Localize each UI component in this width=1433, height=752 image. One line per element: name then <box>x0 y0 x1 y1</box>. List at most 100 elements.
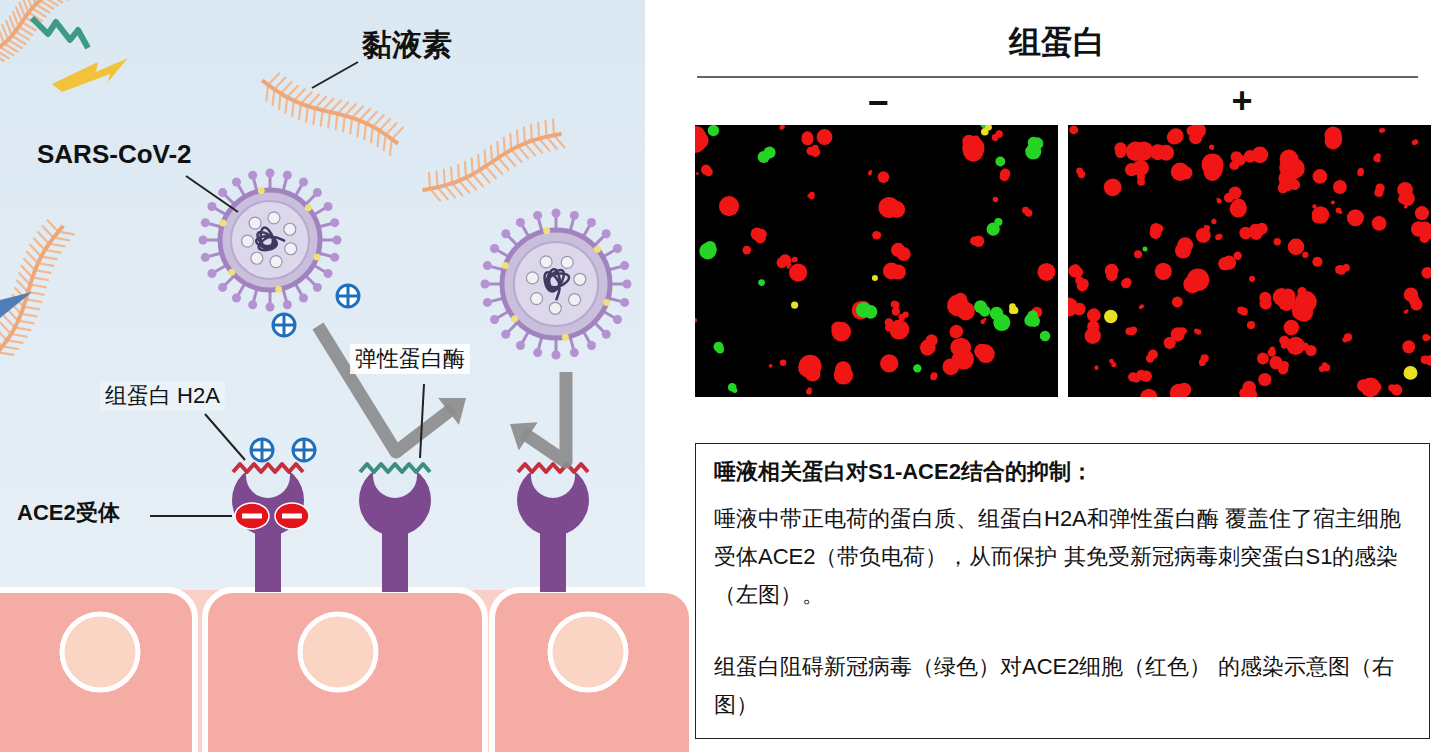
elastase-label: 弹性蛋白酶 <box>350 344 470 374</box>
red-cell-signal <box>1342 337 1348 343</box>
leader-line <box>150 515 232 517</box>
spike-head <box>501 330 510 339</box>
mucin-backbone <box>260 76 400 148</box>
red-cell-signal <box>903 312 909 318</box>
red-cell-signal <box>1172 297 1183 308</box>
spike-head <box>483 298 492 307</box>
red-cell-signal <box>950 338 968 356</box>
red-cell-signal <box>1069 125 1078 134</box>
red-cell-signal <box>1338 185 1342 189</box>
red-cell-signal <box>1269 356 1282 369</box>
micrograph <box>1068 125 1431 397</box>
red-cell-signal <box>792 257 798 263</box>
membrane-protein <box>502 262 509 269</box>
note-heading: 唾液相关蛋白对S1-ACE2结合的抑制： <box>714 456 1411 488</box>
spike-head <box>620 298 629 307</box>
red-cell-signal <box>1249 276 1255 282</box>
positive-charge <box>273 314 295 336</box>
red-cell-signal <box>1105 264 1119 278</box>
red-cell-signal <box>817 129 833 145</box>
red-cell-signal <box>1122 278 1131 287</box>
red-cell-signal <box>1402 340 1415 353</box>
spike-head <box>483 261 492 270</box>
negative-charge <box>235 503 269 529</box>
red-cell-signal <box>695 318 697 322</box>
red-cell-signal <box>1259 292 1271 304</box>
red-cell-signal <box>1000 172 1010 182</box>
green-virus-signal <box>987 223 1000 236</box>
red-cell-signal <box>1215 234 1221 240</box>
red-cell-signal <box>931 372 938 379</box>
virus <box>481 209 632 360</box>
red-cell-signal <box>1426 355 1431 366</box>
red-cell-signal <box>806 389 812 395</box>
nucleocapsid <box>284 223 296 235</box>
mucin-label: 黏液素 <box>362 26 452 64</box>
green-virus-signal <box>974 300 987 313</box>
positive-charge-cross <box>293 439 315 461</box>
red-cell-signal <box>1210 146 1214 150</box>
membrane-protein <box>275 286 282 293</box>
red-cell-signal <box>1224 193 1234 203</box>
spike-head <box>299 294 308 303</box>
protein-chain <box>518 464 588 472</box>
mucin-backbone <box>421 129 564 194</box>
membrane-protein <box>313 254 320 261</box>
yellow-overlap-signal <box>1404 366 1418 380</box>
red-cell-signal <box>1090 311 1100 321</box>
red-cell-signal <box>1374 383 1382 391</box>
red-cell-signal <box>777 258 787 268</box>
red-cell-signal <box>1104 178 1122 196</box>
red-cell-signal <box>695 126 706 147</box>
spike-head <box>313 188 322 197</box>
red-cell-signal <box>1375 183 1384 192</box>
spike-head <box>587 218 596 227</box>
micrograph <box>695 125 1058 397</box>
spike-head <box>490 244 499 253</box>
nucleocapsid <box>268 212 280 224</box>
red-cell-signal <box>1125 163 1138 176</box>
green-virus-signal <box>732 388 737 393</box>
spike-head <box>533 211 542 220</box>
red-cell-signal <box>1239 308 1244 313</box>
red-cell-signal <box>1325 133 1342 150</box>
red-cell-signal <box>1421 267 1431 279</box>
red-cell-signal <box>755 229 766 240</box>
green-virus-signal <box>995 157 1005 167</box>
red-cell-signal <box>1025 209 1033 217</box>
red-cell-signal <box>1284 158 1305 179</box>
arrow-head <box>510 422 538 450</box>
spike-head <box>490 315 499 324</box>
spike-head <box>283 300 292 309</box>
red-cell-signal <box>1230 200 1247 217</box>
red-cell-signal <box>1257 353 1269 365</box>
red-cell-signal <box>993 197 999 203</box>
red-cell-signal <box>971 135 980 144</box>
spike-head <box>207 269 216 278</box>
red-cell-signal <box>808 390 812 394</box>
red-cell-signal <box>1357 170 1363 176</box>
red-cell-signal <box>1075 276 1083 284</box>
green-virus-signal <box>1040 331 1051 342</box>
red-cell-signal <box>719 196 739 216</box>
red-cell-signal <box>880 354 898 372</box>
leader-line <box>420 384 424 458</box>
nucleocapsid <box>549 302 561 314</box>
red-cell-signal <box>695 319 696 322</box>
yellow-overlap-signal <box>981 128 989 136</box>
red-cell-signal <box>1347 209 1364 226</box>
membrane-protein <box>258 187 265 194</box>
red-cell-signal <box>1158 145 1174 161</box>
red-cell-signal <box>1087 308 1101 322</box>
protein-chain <box>233 464 303 472</box>
red-cell-signal <box>1273 288 1291 306</box>
nucleocapsid <box>270 256 282 268</box>
virus-label: SARS-CoV-2 <box>37 138 192 171</box>
red-cell-signal <box>1288 239 1305 256</box>
red-cell-signal <box>1388 384 1395 391</box>
red-cell-signal <box>805 366 821 382</box>
red-cell-signal <box>1167 130 1182 145</box>
red-cell-signal <box>801 133 813 145</box>
red-cell-signal <box>1331 200 1335 204</box>
green-virus-signal <box>998 158 1004 164</box>
